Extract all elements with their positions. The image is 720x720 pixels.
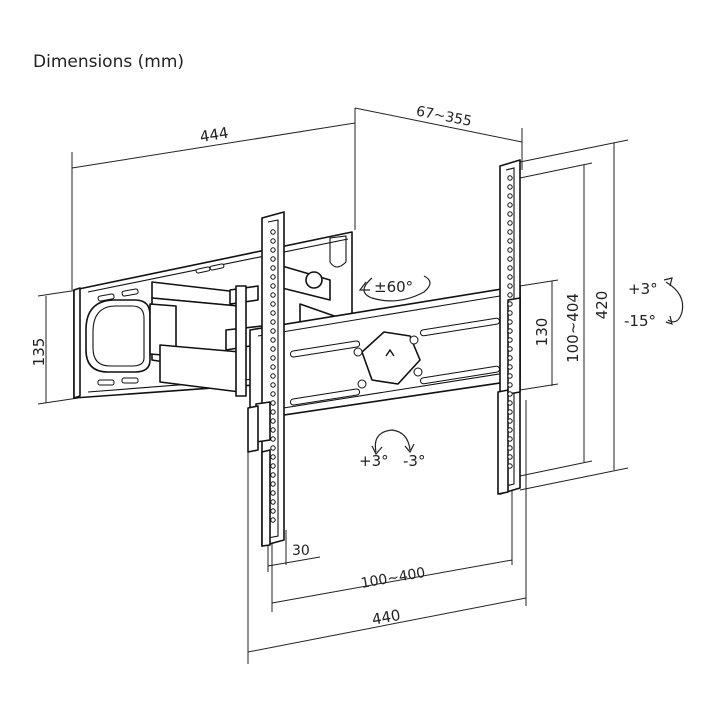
- dim-135: 135: [30, 289, 79, 405]
- dim-100-400: 100~400: [271, 470, 513, 612]
- rail-hole: [270, 436, 276, 442]
- rail-hole: [270, 391, 276, 397]
- rail-hole: [507, 463, 513, 469]
- rail-hole: [507, 238, 513, 244]
- rail-hole: [270, 265, 276, 271]
- rail-holes: [270, 175, 513, 523]
- dim-100-400-label: 100~400: [360, 565, 427, 592]
- rail-hole: [270, 472, 276, 478]
- rail-hole: [270, 328, 276, 334]
- rail-hole: [507, 247, 513, 253]
- dim-130: 130: [519, 279, 559, 391]
- tilt-down-label: -15°: [624, 312, 656, 330]
- rail-hole: [270, 283, 276, 289]
- rail-hole: [507, 346, 513, 352]
- rail-hole: [507, 409, 513, 415]
- rail-hole: [270, 247, 276, 253]
- rail-hole: [507, 175, 513, 181]
- dim-444-label: 444: [199, 124, 230, 146]
- rail-hole: [270, 454, 276, 460]
- rail-hole: [270, 481, 276, 487]
- dim-135-label: 135: [30, 338, 48, 367]
- rail-hole: [270, 499, 276, 505]
- dim-30: 30: [267, 530, 321, 572]
- rail-hole: [507, 274, 513, 280]
- dim-440: 440: [247, 400, 527, 664]
- dim-100-404-label: 100~404: [564, 293, 582, 363]
- rail-hole: [270, 409, 276, 415]
- dim-420-label: 420: [593, 291, 611, 320]
- rail-hole: [270, 427, 276, 433]
- rail-hole: [270, 256, 276, 262]
- rail-hole: [270, 373, 276, 379]
- rail-hole: [270, 346, 276, 352]
- rail-hole: [507, 211, 513, 217]
- rail-hole: [507, 400, 513, 406]
- rail-hole: [270, 310, 276, 316]
- swivel-label: ±60°: [374, 278, 413, 296]
- rail-hole: [507, 193, 513, 199]
- rail-hole: [270, 445, 276, 451]
- rail-hole: [507, 310, 513, 316]
- dim-444: 444: [71, 108, 356, 290]
- rail-hole: [507, 418, 513, 424]
- rail-hole: [270, 301, 276, 307]
- rail-hole: [270, 337, 276, 343]
- rail-hole: [270, 400, 276, 406]
- rail-hole: [507, 292, 513, 298]
- rail-hole: [270, 229, 276, 235]
- rail-hole: [270, 508, 276, 514]
- rail-hole: [507, 184, 513, 190]
- rail-hole: [270, 319, 276, 325]
- dim-420: 420: [519, 139, 629, 491]
- rail-hole: [507, 382, 513, 388]
- swivel-indicator: ±60°: [358, 275, 431, 302]
- rail-hole: [507, 265, 513, 271]
- rail-hole: [270, 463, 276, 469]
- rail-hole: [270, 292, 276, 298]
- rail-hole: [270, 517, 276, 523]
- dim-67-355: 67~355: [354, 103, 523, 170]
- rail-hole: [507, 427, 513, 433]
- level-indicator: +3° -3°: [359, 429, 425, 470]
- rail-hole: [507, 355, 513, 361]
- level-plus-label: +3°: [359, 452, 389, 470]
- rail-hole: [270, 490, 276, 496]
- rail-hole: [270, 364, 276, 370]
- dim-100-404: 100~404: [519, 162, 593, 477]
- rail-hole: [270, 274, 276, 280]
- tilt-up-label: +3°: [628, 280, 658, 298]
- rail-hole: [507, 283, 513, 289]
- tilt-indicator: +3° -15°: [624, 277, 684, 330]
- rail-hole: [507, 319, 513, 325]
- level-minus-label: -3°: [403, 452, 425, 470]
- rail-hole: [270, 382, 276, 388]
- rail-hole: [507, 436, 513, 442]
- dim-130-label: 130: [533, 318, 551, 347]
- vertical-rail-right: [497, 159, 521, 495]
- rail-hole: [507, 229, 513, 235]
- rail-hole: [270, 355, 276, 361]
- rail-hole: [507, 364, 513, 370]
- diagram-title: Dimensions (mm): [33, 52, 184, 72]
- rail-hole: [270, 418, 276, 424]
- dim-440-label: 440: [371, 606, 402, 629]
- rail-hole: [507, 454, 513, 460]
- rail-hole: [270, 238, 276, 244]
- rail-hole: [507, 373, 513, 379]
- rail-hole: [507, 256, 513, 262]
- rail-hole: [507, 328, 513, 334]
- rail-hole: [507, 220, 513, 226]
- vertical-rail-left: [247, 211, 285, 547]
- swing-arm: [149, 265, 341, 397]
- dim-30-label: 30: [292, 543, 310, 559]
- rail-hole: [507, 301, 513, 307]
- rail-hole: [507, 445, 513, 451]
- rail-hole: [507, 391, 513, 397]
- rail-hole: [507, 337, 513, 343]
- rail-hole: [507, 202, 513, 208]
